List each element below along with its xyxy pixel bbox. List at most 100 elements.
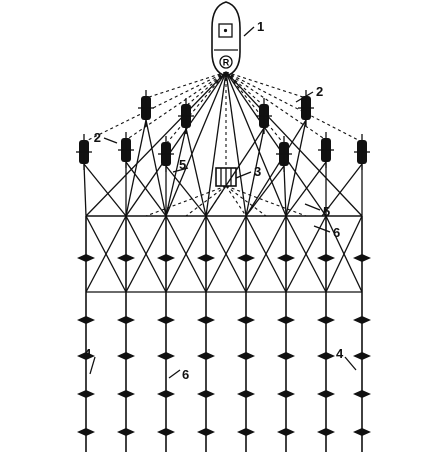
bird-icon [353, 316, 371, 324]
tow-dashed-line [145, 71, 227, 99]
source-fan-line [225, 185, 247, 217]
tow-dashed-line [185, 71, 227, 107]
bird-icon [353, 254, 371, 262]
bird-icon [317, 352, 335, 360]
bird-icon [157, 428, 175, 436]
bird-icon [157, 316, 175, 324]
tow-solid-line [205, 71, 227, 217]
paravane-icon [118, 132, 134, 168]
paravane-icon [256, 98, 272, 134]
tow-dashed-line [225, 71, 307, 99]
bird-icon [237, 390, 255, 398]
tow-solid-line [85, 71, 227, 217]
paravane-cross-line [83, 163, 127, 217]
paravane-cross-line [245, 119, 307, 217]
bird-icon [77, 254, 95, 262]
label-vessel: 1 [257, 19, 264, 34]
paravane-lead-line [83, 163, 87, 217]
paravane-cross-line [205, 127, 265, 217]
label-paravane-upper-right: 2 [316, 84, 323, 99]
bird-icon [117, 316, 135, 324]
bird-icon [117, 390, 135, 398]
label-tow-right: 5 [323, 204, 330, 219]
bird-icon [157, 352, 175, 360]
paravane-cross-line [321, 163, 363, 217]
paravane-cross-line [165, 165, 207, 217]
tow-dashed-line [225, 71, 265, 107]
bird-icon [197, 428, 215, 436]
label-source: 3 [254, 164, 261, 179]
bird-icon [237, 428, 255, 436]
bird-icon [353, 352, 371, 360]
bird-icon [197, 352, 215, 360]
bird-icon [277, 428, 295, 436]
tow-solid-line [125, 71, 227, 217]
bird-icon [237, 316, 255, 324]
paravane-cross-line [285, 161, 327, 217]
lattice-line [85, 215, 127, 293]
bird-icon [117, 254, 135, 262]
paravane-lead-line [285, 119, 307, 217]
bird-icon [277, 390, 295, 398]
tow-solid-line [225, 71, 287, 217]
source-fan-line [145, 185, 227, 217]
streamers [77, 215, 371, 452]
source-array-icon [215, 167, 237, 187]
bird-icon [157, 390, 175, 398]
bird-icon [197, 254, 215, 262]
bird-icon [317, 428, 335, 436]
paravane-lead-line [283, 165, 287, 217]
label-spreader: 6 [333, 225, 340, 240]
paravane-lead-line [165, 127, 187, 217]
vessel-icon: R [211, 1, 241, 77]
paravane-icon [298, 90, 314, 126]
paravane-cross-line [145, 119, 167, 217]
lattice-line [205, 215, 247, 293]
paravane-lead-line [125, 119, 147, 217]
paravane-lead-line [245, 127, 265, 217]
label-bird: 6 [182, 367, 189, 382]
bird-icon [317, 390, 335, 398]
source-fan-line [185, 185, 227, 217]
bird-icon [77, 428, 95, 436]
tow-dashed-line [125, 71, 227, 141]
label-streamer-right: 4 [336, 346, 344, 361]
bird-icon [277, 254, 295, 262]
paravane-icon [76, 134, 92, 170]
bird-icon [197, 316, 215, 324]
bird-icon [117, 428, 135, 436]
label-paravane-left: 2 [94, 130, 101, 145]
bird-icon [237, 352, 255, 360]
tow-solid-line [225, 71, 327, 217]
tow-solid-line [225, 71, 247, 217]
tow-solid-line [165, 71, 227, 217]
paravane-icon [318, 132, 334, 168]
lattice-line [325, 215, 363, 293]
bird-icon [353, 390, 371, 398]
bird-icon [317, 316, 335, 324]
tow-dashed-line [225, 71, 363, 143]
paravane-cross-line [185, 127, 207, 217]
tow-dashed-line [165, 71, 227, 145]
paravane-icon [354, 134, 370, 170]
paravane-cross-line [245, 165, 285, 217]
bird-icon [77, 390, 95, 398]
callout-leaders [89, 26, 357, 379]
bird-icon [277, 352, 295, 360]
tow-dashed-line [83, 71, 227, 143]
paravane-cross-line [125, 161, 167, 217]
bird-icon [317, 254, 335, 262]
label-tow-left: 5 [179, 157, 186, 172]
bird-icon [77, 316, 95, 324]
paravane-icon [276, 136, 292, 172]
tow-dashed-line [225, 71, 327, 141]
paravane-icon [178, 98, 194, 134]
lattice-line [245, 215, 287, 293]
lattice-line [125, 215, 167, 293]
bird-icon [237, 254, 255, 262]
label-streamer-left: 4 [84, 346, 92, 361]
bird-icon [77, 352, 95, 360]
source-fan-line [225, 185, 307, 217]
paravane-icon [158, 136, 174, 172]
